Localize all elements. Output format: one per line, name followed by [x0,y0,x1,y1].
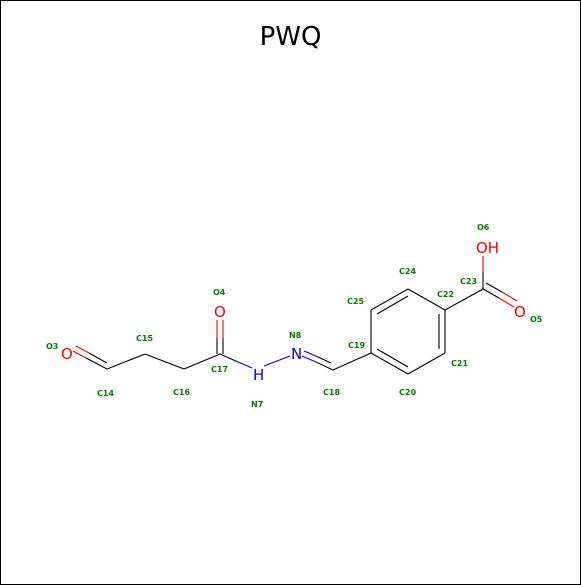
molecule-title: PWQ [259,22,322,52]
label-o5: O5 [530,315,543,324]
label-c25: C25 [347,297,364,306]
label-n8: N8 [289,331,302,340]
bond-c23-o5-a [482,288,500,299]
label-c17: C17 [211,365,228,374]
label-c22: C22 [437,290,454,299]
bond-c25-c24-inner [376,295,409,315]
atom-n8: N [291,345,302,363]
label-c15: C15 [136,334,153,343]
label-c24: C24 [399,267,416,276]
bond-n8-c18-a [301,355,317,363]
label-c16: C16 [173,388,190,397]
label-n7: N7 [251,400,263,409]
label-c21: C21 [451,359,468,368]
bond-o3-c14 [72,350,87,359]
atom-n7: H [253,366,264,384]
bond-c21-c20 [407,352,446,375]
bond-n7-n8 [263,355,291,367]
bond-c20-c19-inner [376,348,409,368]
bond-c23-o5-b [485,282,503,293]
bond-o3-c14-c [85,357,108,370]
bond-o3-c14-double [75,345,90,354]
bond-c24-c22 [407,288,446,311]
bond-n8-c18-b-c [317,356,332,364]
bond-c23-o5-a-o [498,297,515,308]
label-o4: O4 [213,288,226,297]
atom-o4: O [214,303,226,321]
bond-n8-c18-a-c [315,361,334,371]
bond-c16-c17 [183,353,221,370]
bond-c23-o5-b-o [501,291,518,302]
bond-o3-c14-double-c [88,352,108,364]
atom-o3: O [61,345,73,363]
label-c20: C20 [399,388,416,397]
bond-c18-c19 [332,352,372,371]
bond-c17-n7 [219,353,239,363]
bond-c22-c23 [444,288,484,311]
bond-c14-c15 [106,353,146,370]
label-o3: O3 [46,342,58,351]
label-o6: O6 [477,223,490,232]
bond-c17-n7-n [237,361,253,369]
label-c18: C18 [323,388,340,397]
atom-o6: OH [476,239,499,257]
label-c23: C23 [460,277,477,286]
bond-c25-c24 [370,288,409,311]
bond-n8-c18-b [303,350,319,358]
bond-c20-c19 [370,352,409,375]
label-c19: C19 [348,341,365,350]
bond-c15-c16 [144,353,185,370]
atom-o5: O [514,303,526,321]
label-c14: C14 [97,389,114,398]
